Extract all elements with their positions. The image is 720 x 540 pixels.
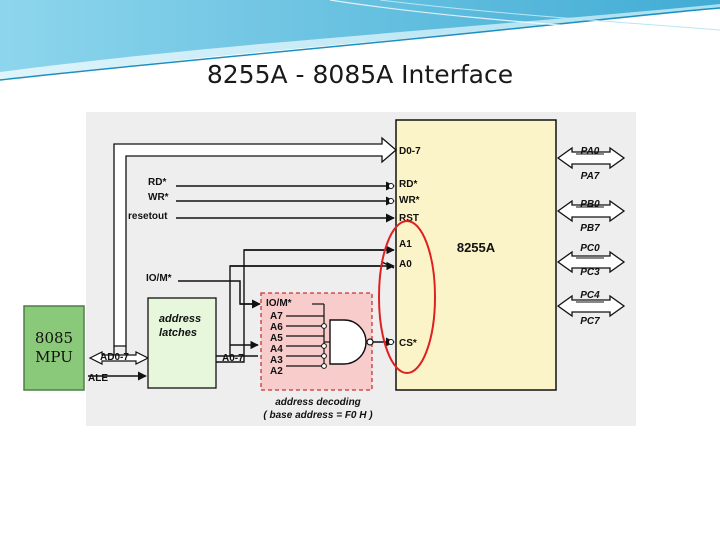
mpu-label: 8085 — [35, 329, 73, 347]
signal-label: ALE — [88, 373, 108, 384]
decoder-input-label: A5 — [270, 333, 283, 344]
mpu-body — [23, 305, 85, 391]
control-lines — [176, 181, 395, 309]
chip-pin-label: WR* — [399, 195, 420, 206]
chip-body — [395, 119, 557, 391]
decoder-input-label: A4 — [270, 344, 283, 355]
slide-title: 8255A - 8085A Interface — [206, 60, 514, 89]
port-signals: PA0 PA7 PB0 PB7 PC0 PC3 PC4 PC7 — [556, 146, 626, 327]
signal-label: RD* — [148, 177, 166, 188]
chip-pin-label: RD* — [399, 179, 417, 190]
decoder-input-label: A2 — [270, 366, 283, 377]
decoder-caption: ( base address = F0 H ) — [263, 410, 373, 421]
latch-output-label: A0-7 — [222, 353, 244, 364]
chip-pin-label: RST — [399, 213, 419, 224]
signal-label: WR* — [148, 192, 169, 203]
chip-pin-label: A0 — [399, 259, 412, 270]
chip-8255a: 8255A D0-7 RD* WR* RST A1 A0 CS* — [395, 119, 557, 391]
mpu-signal-labels: RD* WR* resetout IO/M* AD0-7 ALE — [88, 177, 172, 384]
signal-label: resetout — [128, 211, 168, 222]
chip-pin-label: A1 — [399, 239, 412, 250]
port-label: PB7 — [580, 223, 600, 234]
mpu-box: 8085 MPU — [23, 305, 85, 391]
address-decoder: IO/M* A7 A6 A5 A4 A3 A2 address decoding… — [260, 292, 395, 421]
port-label: PC4 — [580, 290, 600, 301]
port-label: PC3 — [580, 267, 600, 278]
decoder-input-label: A7 — [270, 311, 283, 322]
decoder-input-label: A6 — [270, 322, 283, 333]
port-label: PB0 — [580, 199, 600, 210]
signal-label: AD0-7 — [100, 352, 129, 363]
port-label: PA0 — [581, 146, 600, 157]
highlight-ellipse — [378, 220, 436, 374]
signal-label: IO/M* — [146, 273, 172, 284]
chip-left-pins: D0-7 RD* WR* RST A1 A0 CS* — [399, 146, 421, 349]
port-label: PA7 — [581, 171, 600, 182]
chip-pin-label: D0-7 — [399, 146, 421, 157]
port-label: PC7 — [580, 316, 600, 327]
nand-gate — [329, 319, 367, 365]
port-label: PC0 — [580, 243, 600, 254]
mpu-label: MPU — [35, 348, 73, 366]
latch-body — [147, 297, 217, 389]
decoder-input-label: A3 — [270, 355, 283, 366]
chip-pin-label: CS* — [399, 338, 417, 349]
latch-label: latches — [159, 327, 197, 339]
chip-name: 8255A — [457, 240, 496, 255]
latch-label: address — [159, 313, 201, 325]
decoder-caption: address decoding — [275, 397, 361, 408]
address-latches: address latches A0-7 — [88, 245, 395, 389]
header-wave-decoration — [0, 0, 720, 81]
decoder-input-label: IO/M* — [266, 298, 292, 309]
